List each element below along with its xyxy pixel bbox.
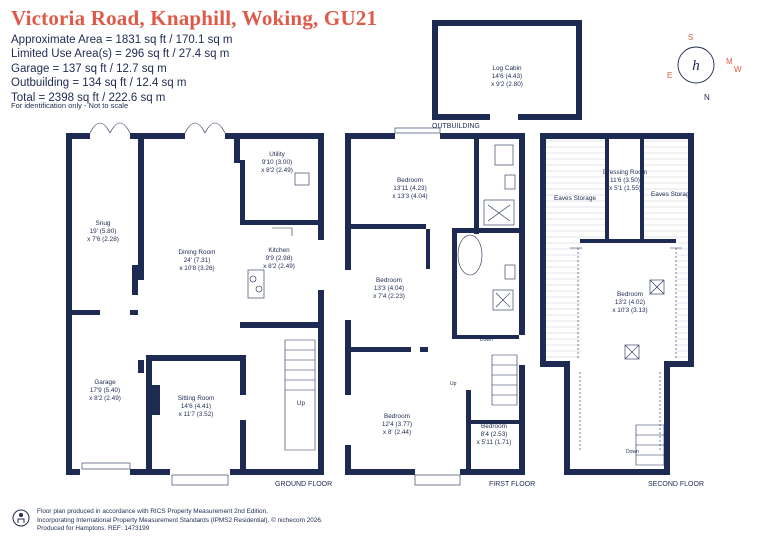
floor-label-first: FIRST FLOOR — [489, 481, 535, 488]
room-name-kitchen: Kitchen — [268, 247, 290, 254]
compass-w: W — [734, 65, 742, 74]
room-dim2-bedroom-3: x 8' (2.44) — [383, 429, 411, 436]
room-name-dining: Dining Room — [179, 249, 216, 256]
stair-label-up: Up — [297, 400, 306, 407]
floor-label-second: SECOND FLOOR — [648, 481, 704, 488]
room-name-snug: Snug — [96, 220, 111, 227]
stair-label-up-first: Up — [450, 381, 457, 387]
outbuilding-plan — [432, 20, 582, 120]
room-name-utility: Utility — [269, 151, 285, 158]
room-dim1-snug: 19' (5.80) — [90, 228, 117, 235]
room-dim2-garage: x 8'2 (2.49) — [89, 395, 121, 402]
area-summary: Approximate Area = 1831 sq ft / 170.1 sq… — [11, 33, 233, 105]
room-dim1-kitchen: 9'9 (2.98) — [266, 255, 293, 262]
room-dim1-bedroom-1: 13'11 (4.23) — [393, 185, 426, 192]
room-dim2-dressing: x 5'1 (1.55) — [609, 185, 641, 192]
room-name-bedroom-2: Bedroom — [376, 277, 402, 284]
second-floor-plan — [540, 133, 694, 475]
footer-line-3: Produced for Hamptons. REF: 1473199 — [37, 525, 150, 533]
room-name-bedroom-4: Bedroom — [481, 423, 507, 430]
room-dim1-garage: 17'9 (5.40) — [90, 387, 120, 394]
property-title: Victoria Road, Knaphill, Woking, GU21 — [11, 6, 378, 30]
compass-e: E — [667, 71, 672, 80]
footer-notes: Floor plan produced in accordance with R… — [37, 508, 323, 534]
room-dim1-dining: 24' (7.31) — [184, 257, 211, 264]
room-name-dressing: Dressing Room — [603, 169, 647, 176]
room-name-sitting: Sitting Room — [178, 395, 215, 402]
room-dim2-kitchen: x 8'2 (2.49) — [263, 263, 295, 270]
room-dim1-bedroom-4: 8'4 (2.53) — [481, 431, 508, 438]
room-dim2-snug: x 7'6 (2.28) — [87, 236, 119, 243]
stair-label-down-first: Down — [480, 337, 493, 343]
area-line-approximate: Approximate Area = 1831 sq ft / 170.1 sq… — [11, 34, 233, 46]
floor-label-outbuilding: OUTBUILDING — [432, 123, 480, 130]
footer-line-2: Incorporating International Property Mea… — [37, 516, 323, 524]
room-name-garage: Garage — [94, 379, 116, 386]
room-dim1-bedroom-5: 13'2 (4.02) — [615, 299, 645, 306]
room-dim2-bedroom-4: x 5'11 (1.71) — [477, 439, 512, 446]
ground-floor-plan — [66, 122, 324, 486]
room-dim1-sitting: 14'6 (4.41) — [181, 403, 211, 410]
footer-line-1: Floor plan produced in accordance with R… — [37, 508, 268, 515]
eaves-storage-left: Eaves Storage — [554, 195, 596, 202]
identification-note: For identification only - Not to scale — [11, 101, 129, 110]
stair-label-down-second: Down — [626, 449, 639, 455]
compass-n: N — [704, 93, 710, 102]
room-name-log-cabin: Log Cabin — [492, 65, 522, 72]
eaves-storage-right: Eaves Storage — [651, 191, 693, 198]
room-dim1-bedroom-2: 13'3 (4.04) — [374, 285, 404, 292]
room-dim1-utility: 9'10 (3.00) — [262, 159, 292, 166]
room-dim2-utility: x 8'2 (2.49) — [261, 167, 293, 174]
area-line-total: Total = 2398 sq ft / 222.6 sq m — [11, 91, 166, 104]
room-dim2-dining: x 10'8 (3.26) — [179, 265, 214, 272]
compass-s: S — [688, 33, 693, 42]
area-line-limited-use: Limited Use Area(s) = 296 sq ft / 27.4 s… — [11, 48, 230, 61]
room-dim1-log-cabin: 14'6 (4.43) — [492, 73, 522, 80]
room-name-bedroom-5: Bedroom — [617, 291, 643, 298]
room-dim2-bedroom-1: x 13'3 (4.04) — [392, 193, 427, 200]
floor-label-ground: GROUND FLOOR — [275, 481, 332, 488]
room-dim1-bedroom-3: 12'4 (3.77) — [382, 421, 412, 428]
compass-logo-letter: h — [692, 58, 700, 74]
room-dim2-bedroom-5: x 10'3 (3.13) — [612, 307, 647, 314]
area-line-outbuilding: Outbuilding = 134 sq ft / 12.4 sq m — [11, 77, 187, 90]
room-name-bedroom-3: Bedroom — [384, 413, 410, 420]
first-floor-plan — [345, 127, 525, 486]
room-name-bedroom-1: Bedroom — [397, 177, 423, 184]
compass-logo-icon: h S M E N W — [667, 33, 742, 102]
room-dim2-bedroom-2: x 7'4 (2.23) — [373, 293, 405, 300]
rics-logo-icon — [12, 509, 30, 527]
room-dim2-sitting: x 11'7 (3.52) — [179, 411, 214, 418]
room-dim1-dressing: 11'6 (3.50) — [610, 177, 640, 184]
area-line-garage: Garage = 137 sq ft / 12.7 sq m — [11, 62, 167, 75]
compass-m: M — [726, 57, 733, 66]
room-dim2-log-cabin: x 9'2 (2.80) — [491, 81, 523, 88]
